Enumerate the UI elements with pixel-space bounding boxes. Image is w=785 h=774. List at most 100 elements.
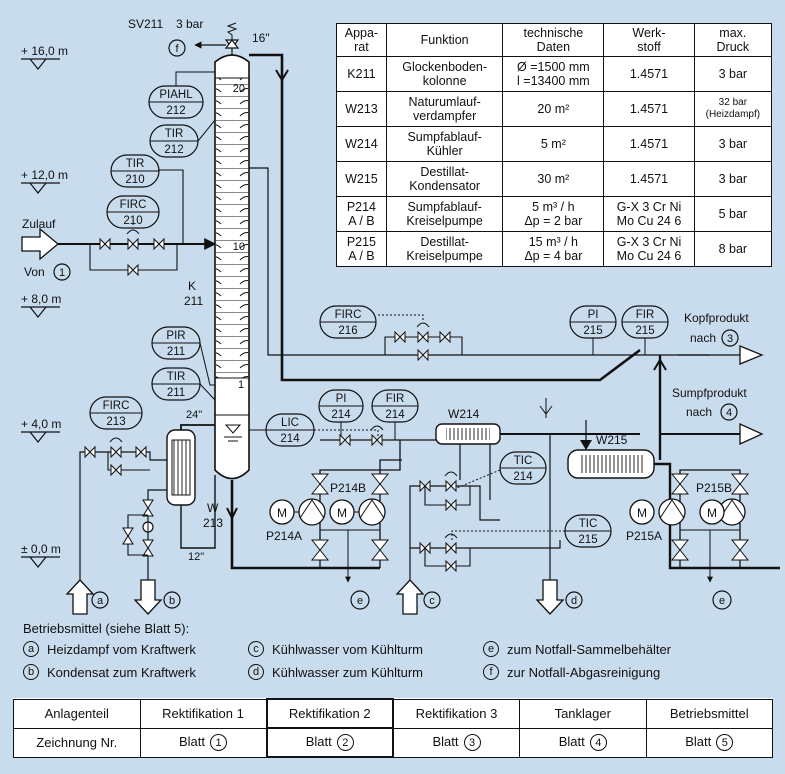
svg-text:+ 12,0 m: + 12,0 m	[21, 168, 68, 182]
instrument-tic215: TIC 215	[451, 514, 612, 548]
pipe-16-label: 16"	[252, 31, 270, 45]
marker-a: a	[97, 595, 104, 607]
pump-p215b-label: P215B	[696, 481, 732, 495]
svg-text:215: 215	[578, 534, 597, 546]
tray-10-label: 10	[233, 241, 245, 253]
table-row: W214 Sumpfablauf-Kühler 5 m² 1.4571 3 ba…	[336, 126, 773, 162]
svg-text:210: 210	[123, 215, 142, 227]
level-marker: + 8,0 m	[21, 292, 61, 318]
motor-label: M	[277, 506, 287, 520]
svg-text:TIR: TIR	[165, 128, 184, 140]
svg-text:PIAHL: PIAHL	[159, 89, 193, 101]
instrument-tir211: TIR 211	[151, 367, 216, 401]
svg-text:215: 215	[583, 325, 602, 337]
svg-text:PI: PI	[336, 393, 347, 405]
svg-text:TIC: TIC	[514, 455, 533, 467]
instrument-tic214: TIC 214	[451, 451, 547, 491]
sv211-pressure: 3 bar	[176, 17, 203, 31]
svg-text:FIR: FIR	[386, 393, 405, 405]
svg-text:214: 214	[385, 409, 405, 421]
marker-f: f	[175, 43, 179, 55]
svg-text:216: 216	[338, 325, 357, 337]
svg-text:212: 212	[166, 105, 185, 117]
motor-label: M	[637, 506, 647, 520]
svg-text:LIC: LIC	[281, 417, 299, 429]
svg-text:FIRC: FIRC	[103, 400, 130, 412]
svg-text:+ 8,0 m: + 8,0 m	[21, 292, 61, 306]
svg-text:PIR: PIR	[166, 330, 185, 342]
svg-text:TIC: TIC	[579, 518, 598, 530]
reboiler-w213: 24" 12" W 213 a b	[65, 409, 223, 615]
condenser-w215: W215	[567, 355, 780, 570]
instrument-lic214: LIC 214	[249, 413, 379, 447]
svg-text:214: 214	[280, 433, 300, 445]
svg-text:210: 210	[125, 174, 144, 186]
svg-text:± 0,0 m: ± 0,0 m	[21, 542, 61, 556]
feed-label: Zulauf	[22, 217, 56, 231]
marker-b: b	[169, 595, 175, 607]
motor-label: M	[337, 506, 347, 520]
level-marker: ± 0,0 m	[21, 542, 61, 568]
marker-4: 4	[726, 407, 732, 419]
svg-text:+ 16,0 m: + 16,0 m	[21, 44, 68, 58]
level-markers: + 16,0 m + 12,0 m + 8,0 m + 4,0 m ± 0,0 …	[21, 44, 68, 568]
svg-text:PI: PI	[588, 309, 599, 321]
marker-e: e	[719, 595, 725, 607]
column-k211: 20 10 1 K 211	[184, 54, 250, 480]
pump-p214b-label: P214B	[330, 481, 366, 495]
tray-20-label: 20	[233, 83, 245, 95]
svg-text:TIR: TIR	[126, 158, 145, 170]
bottom-product-to: nach	[686, 405, 712, 419]
level-marker: + 4,0 m	[21, 417, 61, 443]
tray-1-label: 1	[238, 379, 244, 391]
top-product-to: nach	[690, 331, 716, 345]
instrument-fir214: FIR 214	[371, 389, 419, 440]
svg-text:211: 211	[167, 346, 185, 358]
svg-text:211: 211	[167, 387, 185, 399]
cooler-w214-label: W214	[448, 407, 480, 421]
pump-p215a-label: P215A	[626, 529, 662, 543]
instrument-tir210: TIR 210	[110, 154, 160, 188]
svg-text:214: 214	[513, 471, 533, 483]
pump-p214a-label: P214A	[266, 529, 302, 543]
svg-text:213: 213	[106, 416, 125, 428]
marker-d: d	[571, 595, 577, 607]
feed-from: Von	[24, 265, 45, 279]
instrument-pi215: PI 215	[569, 305, 617, 355]
cooling-water: c d	[395, 471, 583, 615]
table-row: W213 Naturumlauf-verdampfer 20 m² 1.4571…	[336, 91, 773, 127]
condenser-w215-label: W215	[596, 433, 628, 447]
sv211-label: SV211	[128, 17, 163, 31]
marker-1: 1	[59, 267, 65, 279]
feed-section: Zulauf Von 1	[21, 169, 217, 281]
header-cell: Appa-rat	[336, 23, 387, 57]
instrument-pir211: PIR 211	[151, 326, 215, 386]
top-product-label: Kopfprodukt	[684, 311, 749, 325]
svg-text:+ 4,0 m: + 4,0 m	[21, 417, 61, 431]
drawing-index-table: Anlagenteil Rektifikation 1 Rektifikatio…	[13, 698, 773, 758]
svg-text:TIR: TIR	[167, 371, 186, 383]
marker-c: c	[429, 595, 435, 607]
pipe-12-label: 12"	[188, 551, 204, 563]
bottoms-line: M M e P214A P214B	[226, 425, 440, 610]
reflux-line	[249, 167, 764, 365]
vapor-line: 16"	[249, 31, 641, 382]
